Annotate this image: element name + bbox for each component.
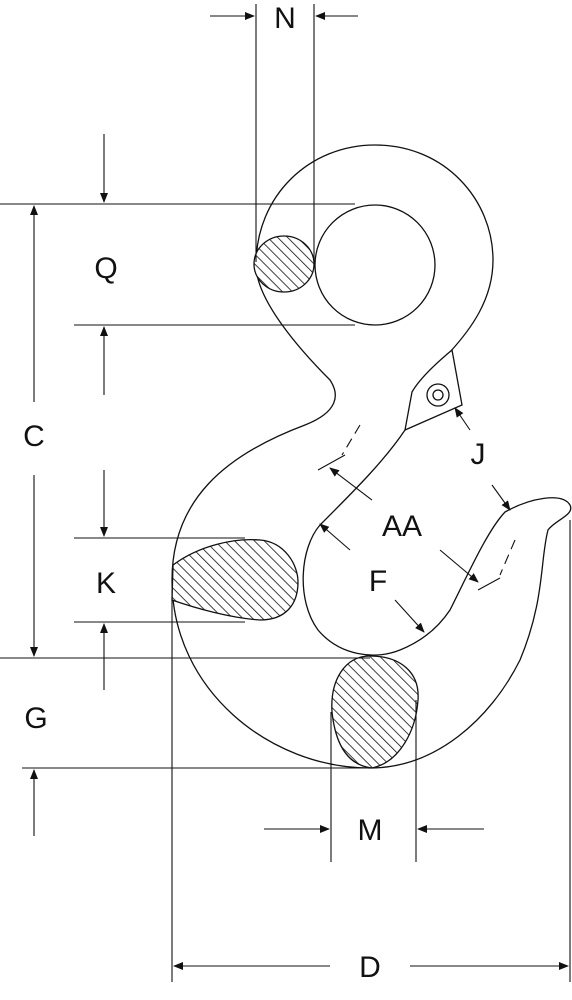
- dimension-N: N: [210, 2, 358, 262]
- label-N: N: [274, 2, 296, 35]
- label-M: M: [358, 814, 383, 847]
- dimension-G: G: [0, 657, 370, 836]
- dimension-AA: AA: [317, 454, 501, 591]
- dimension-M: M: [264, 700, 484, 862]
- label-K: K: [96, 567, 116, 600]
- label-C: C: [23, 420, 45, 453]
- dimension-C: C: [23, 205, 45, 657]
- section-K-hatched: [171, 539, 299, 621]
- label-Q: Q: [94, 252, 117, 285]
- label-AA: AA: [382, 510, 422, 543]
- dimension-D: D: [171, 520, 571, 984]
- label-G: G: [24, 702, 47, 735]
- dimension-F: F: [319, 523, 425, 633]
- dimension-J: J: [454, 407, 511, 511]
- section-M-hatched: [331, 655, 419, 769]
- section-N-hatched: [253, 235, 315, 293]
- label-J: J: [471, 438, 486, 471]
- dimension-Q: Q: [0, 134, 355, 395]
- dimension-K: K: [74, 470, 245, 690]
- label-F: F: [369, 565, 387, 598]
- label-D: D: [359, 951, 381, 984]
